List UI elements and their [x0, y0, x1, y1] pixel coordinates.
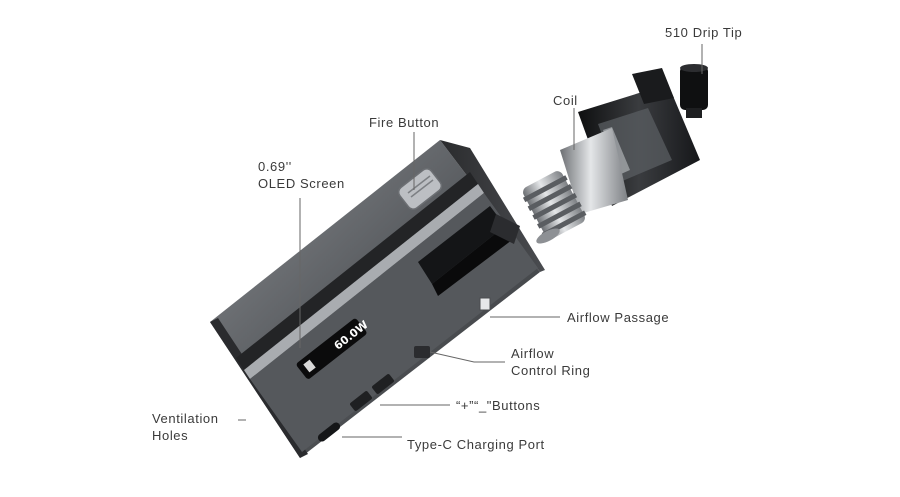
mod-510-connector — [490, 214, 520, 244]
label-airflow-control-ring: Airflow Control Ring — [511, 345, 590, 379]
label-coil: Coil — [553, 93, 578, 108]
tank-assembly — [560, 64, 708, 214]
leader-airflow-ring — [429, 351, 505, 363]
label-airflow-ring-line1: Airflow — [511, 346, 555, 361]
label-airflow-passage: Airflow Passage — [567, 310, 670, 325]
airflow-control-ring — [414, 346, 430, 358]
coil — [522, 171, 587, 244]
label-type-c-charging-port: Type-C Charging Port — [407, 437, 545, 452]
fire-button-illustration — [397, 168, 443, 210]
label-adjust-buttons: “+”“_"Buttons — [456, 398, 541, 413]
leader-lines — [238, 44, 703, 438]
airflow-passage-hole — [479, 297, 491, 311]
mod-body — [210, 140, 545, 458]
mod-accent-stripe — [236, 172, 478, 370]
type-c-port — [317, 422, 341, 442]
label-510-drip-tip: 510 Drip Tip — [665, 25, 743, 40]
label-oled-screen-size: 0.69'' — [258, 159, 292, 174]
label-airflow-ring-line2: Control Ring — [511, 363, 591, 378]
mod-bevel — [244, 184, 484, 379]
drip-tip — [680, 66, 708, 110]
label-oled-screen-type: OLED Screen — [258, 176, 345, 191]
label-fire-button: Fire Button — [369, 115, 440, 130]
label-ventilation-holes: Ventilation Holes — [152, 410, 219, 444]
label-ventilation-line2: Holes — [152, 428, 189, 443]
label-oled-screen: 0.69'' OLED Screen — [258, 158, 345, 192]
adjust-buttons-illustration — [350, 374, 394, 411]
tank-base-ring — [560, 128, 628, 214]
tank-cavity — [418, 206, 505, 284]
label-ventilation-line1: Ventilation — [152, 411, 219, 426]
